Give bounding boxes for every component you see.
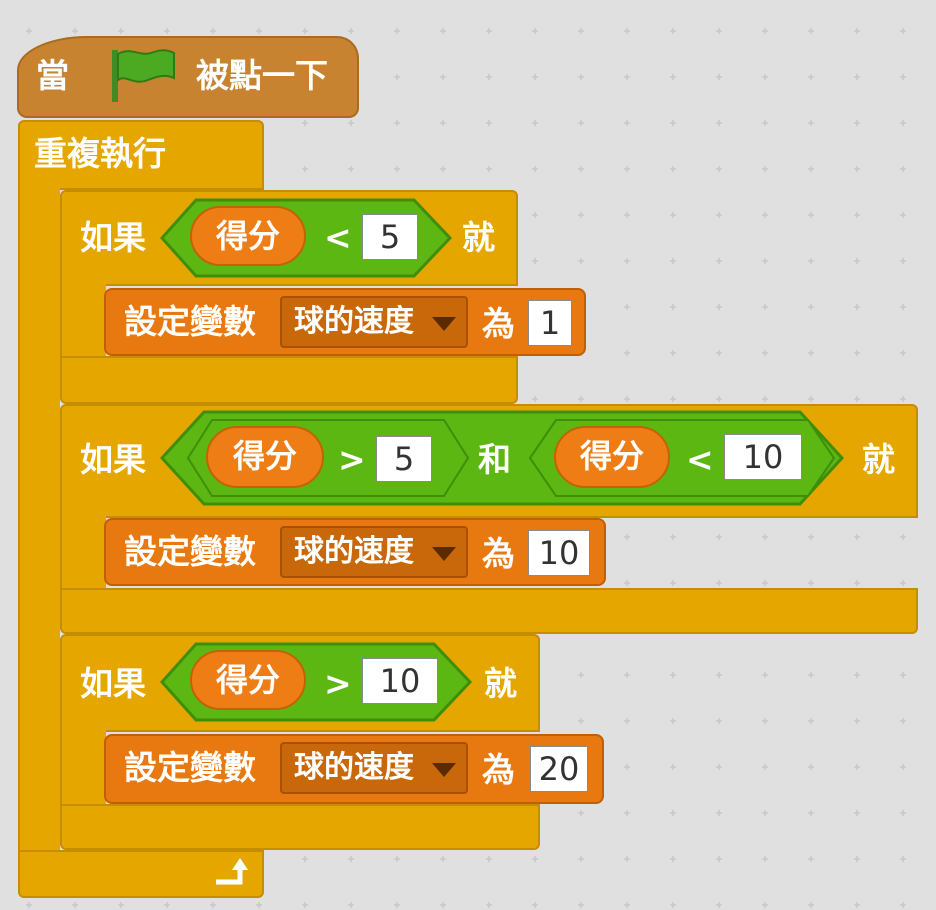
if-3-value-input[interactable]: 10 xyxy=(362,658,438,704)
if-block-3-then-label: 就 xyxy=(484,664,517,703)
if-1-operator-label: < xyxy=(324,218,352,257)
set-variable-3-to-label: 為 xyxy=(482,750,515,789)
set-variable-2-dropdown[interactable]: 球的速度 xyxy=(280,526,468,578)
hat-clicked-label: 被點一下 xyxy=(196,56,328,95)
if-1-score-reporter[interactable]: 得分 xyxy=(190,206,306,266)
if-block-3-if-label: 如果 xyxy=(80,664,146,703)
set-variable-1-value-input[interactable]: 1 xyxy=(528,300,572,346)
forever-block-arm[interactable] xyxy=(18,160,60,862)
if-block-1-if-label: 如果 xyxy=(80,218,146,257)
if-2-right-score-reporter[interactable]: 得分 xyxy=(554,426,670,488)
set-variable-1-dropdown-value: 球的速度 xyxy=(294,304,414,339)
if-2-left-operator-label: > xyxy=(338,440,366,479)
if-2-right-value-input[interactable]: 10 xyxy=(724,434,802,480)
if-block-1-bottom[interactable] xyxy=(60,356,518,404)
set-variable-2-label: 設定變數 xyxy=(124,532,256,571)
if-block-3-arm[interactable] xyxy=(60,724,106,814)
if-3-operator-label: > xyxy=(324,664,352,703)
forever-block-bottom[interactable] xyxy=(18,850,264,898)
if-3-score-reporter[interactable]: 得分 xyxy=(190,650,306,710)
set-variable-1-to-label: 為 xyxy=(482,304,515,343)
set-variable-1-dropdown[interactable]: 球的速度 xyxy=(280,296,468,348)
if-block-1-then-label: 就 xyxy=(462,218,495,257)
if-1-value-input[interactable]: 5 xyxy=(362,214,418,260)
set-variable-3-dropdown[interactable]: 球的速度 xyxy=(280,742,468,794)
set-variable-2-value-input[interactable]: 10 xyxy=(528,530,590,576)
set-variable-3-value-input[interactable]: 20 xyxy=(530,746,588,792)
forever-label: 重複執行 xyxy=(34,134,166,173)
hat-when-label: 當 xyxy=(36,56,69,95)
if-2-and-label: 和 xyxy=(478,440,511,479)
if-block-2-if-label: 如果 xyxy=(80,440,146,479)
if-block-3-bottom[interactable] xyxy=(60,804,540,850)
if-2-left-score-reporter[interactable]: 得分 xyxy=(206,426,324,488)
set-variable-1-label: 設定變數 xyxy=(124,302,256,341)
dropdown-arrow-icon xyxy=(432,317,456,331)
set-variable-2-to-label: 為 xyxy=(482,534,515,573)
set-variable-3-dropdown-value: 球的速度 xyxy=(294,750,414,785)
set-variable-2-dropdown-value: 球的速度 xyxy=(294,534,414,569)
if-block-2-then-label: 就 xyxy=(862,440,895,479)
if-block-2-bottom[interactable] xyxy=(60,588,918,634)
if-2-right-operator-label: < xyxy=(686,440,714,479)
dropdown-arrow-icon xyxy=(432,547,456,561)
dropdown-arrow-icon xyxy=(432,763,456,777)
when-flag-clicked-block[interactable] xyxy=(17,36,359,118)
if-2-left-value-input[interactable]: 5 xyxy=(376,436,432,482)
set-variable-3-label: 設定變數 xyxy=(124,748,256,787)
